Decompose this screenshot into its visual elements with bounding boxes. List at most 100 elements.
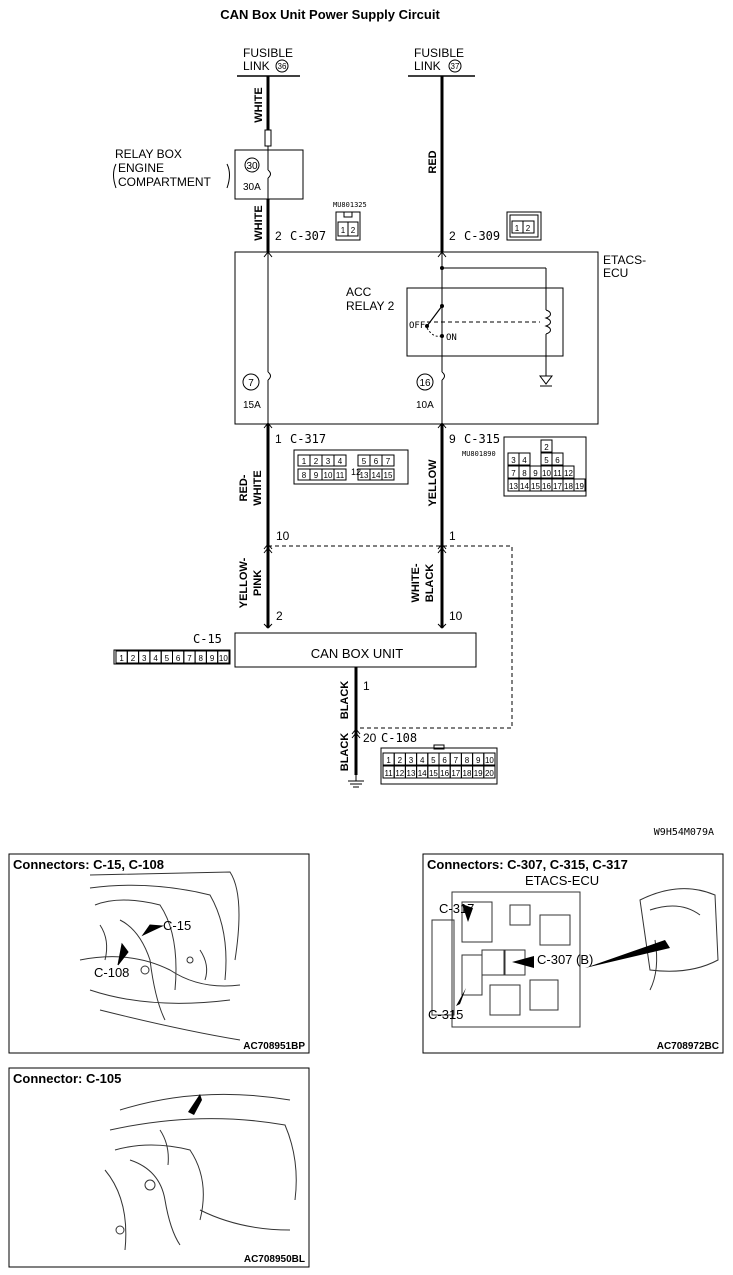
acc-relay-on: ON: [446, 333, 457, 343]
wire-color-yellow: YELLOW: [427, 459, 439, 507]
panel1-arrow-c108: [117, 942, 129, 966]
c317-cell: 14: [372, 471, 381, 480]
c307-part: MU801325: [333, 201, 367, 209]
c315-cell: 19: [575, 482, 584, 491]
c108-cell: 11: [384, 769, 393, 778]
etacs-fuse2-amp: 10A: [416, 400, 434, 411]
fusible-link-36-circle: [275, 59, 289, 73]
wire-color-black-1: BLACK: [339, 681, 351, 720]
c15-cell: 6: [176, 654, 181, 663]
c108-cell: 18: [463, 769, 472, 778]
c108-cell: 6: [442, 756, 447, 765]
panel1-label-c15: C-15: [163, 918, 191, 933]
c317-cell: 5: [362, 457, 367, 466]
c15-cell: 3: [142, 654, 147, 663]
c315-pin: 9: [449, 432, 456, 446]
c315-cell: 4: [522, 456, 527, 465]
c309-cell-2: 2: [526, 224, 531, 233]
c307-pin: 2: [275, 229, 282, 243]
panel2-arrow-c315: [456, 988, 466, 1006]
c307-cell-2: 2: [351, 226, 356, 235]
panel2-label-etacs: ETACS-ECU: [525, 873, 599, 888]
c108-cell: 13: [407, 769, 416, 778]
etacs-label-2: ECU: [603, 266, 628, 280]
etacs-ecu-frame: [234, 251, 599, 425]
fusible-link-37-circle: [448, 59, 462, 73]
c317-cell: 3: [326, 457, 331, 466]
c108-cell: 5: [431, 756, 436, 765]
c108-cell: 16: [440, 769, 449, 778]
wire-color-black-2: BLACK: [339, 733, 351, 772]
etacs-fuse1-num: 7: [248, 378, 254, 389]
diagram-title: CAN Box Unit Power Supply Circuit: [220, 7, 440, 22]
c315-cell-frame: [540, 439, 553, 453]
c315-cell: 8: [522, 469, 527, 478]
c315-cell: 14: [520, 482, 529, 491]
etacs-label-1: ETACS-: [603, 253, 646, 267]
c15-cell: 2: [131, 654, 136, 663]
panel1-title: Connectors: C-15, C-108: [13, 857, 164, 872]
panel1-arrow-c15: [141, 924, 164, 937]
junction-pin-right: 1: [449, 529, 456, 543]
relay-box-frame: [234, 149, 304, 200]
c315-part: MU801890: [462, 450, 496, 458]
c108-cell: 1: [386, 756, 391, 765]
c315-cell: 16: [542, 482, 551, 491]
c108-cell: 12: [395, 769, 404, 778]
wire-color-yellow-pink-2: PINK: [252, 570, 264, 596]
junction-pin-left: 10: [276, 529, 290, 543]
c317-cell: 15: [384, 471, 393, 480]
c315-cell: 7: [511, 469, 516, 478]
c108-cell: 20: [485, 769, 494, 778]
c15-cell-frame: [217, 650, 230, 664]
c315-cell: 13: [509, 482, 518, 491]
c307-name: C-307: [290, 229, 326, 243]
fusible-link-36-label: FUSIBLE: [243, 46, 293, 60]
c315-cell: 5: [544, 456, 549, 465]
fusible-link-37-label: FUSIBLE: [414, 46, 464, 60]
c315-cell: 17: [553, 482, 562, 491]
c315-cell-frame: [573, 478, 586, 492]
c317-cell-frame: [381, 468, 395, 481]
ground-wire: [348, 667, 364, 788]
c315-cell: 11: [553, 469, 562, 478]
c317-cell: 9: [314, 471, 319, 480]
c317-cell: 8: [302, 471, 307, 480]
acc-relay-line2: RELAY 2: [346, 299, 395, 313]
panel-c15-c108: Connectors: C-15, C-108 C-15 C-108 AC708…: [8, 853, 310, 1054]
panel3-sketch: [104, 1093, 297, 1251]
connector-c309: 2 C-309 1 2: [449, 211, 542, 243]
c315-cell-frame: [518, 452, 531, 466]
c108-cell: 10: [485, 756, 494, 765]
c15-cell: 5: [165, 654, 170, 663]
wire-color-white-black-1: WHITE-: [410, 563, 422, 602]
c108-cell-frame: [483, 765, 496, 779]
c309-pin: 2: [449, 229, 456, 243]
c317-name: C-317: [290, 432, 326, 446]
relay-box: RELAY BOX ENGINE COMPARTMENT 30 30A: [113, 147, 304, 200]
c15-name: C-15: [193, 632, 222, 646]
fusible-link-36-num: 36: [278, 62, 287, 71]
relay-box-fuse-num: 30: [246, 161, 258, 172]
c108-cell: 15: [429, 769, 438, 778]
c15-cell: 4: [153, 654, 158, 663]
c108-cell: 2: [398, 756, 403, 765]
panel2-label-c317: C-317: [439, 901, 474, 916]
wire-color-red-white-1: RED-: [238, 474, 250, 501]
c315-cell: 18: [564, 482, 573, 491]
c315-cell: 12: [564, 469, 573, 478]
c108-pin: 20: [363, 731, 377, 745]
c15-pin-left: 2: [276, 609, 283, 623]
panel2-label-c315: C-315: [428, 1007, 463, 1022]
wire-color-white-mid: WHITE: [253, 205, 265, 240]
fusible-link-36: FUSIBLE LINK 36: [237, 46, 300, 77]
can-pin: 1: [363, 679, 370, 693]
c317-cell: 2: [314, 457, 319, 466]
c317-cell: 1: [302, 457, 307, 466]
etacs-fuse2-num: 16: [419, 378, 431, 389]
panel1-label-c108: C-108: [94, 965, 129, 980]
relay-box-fuse-amp: 30A: [243, 182, 261, 193]
